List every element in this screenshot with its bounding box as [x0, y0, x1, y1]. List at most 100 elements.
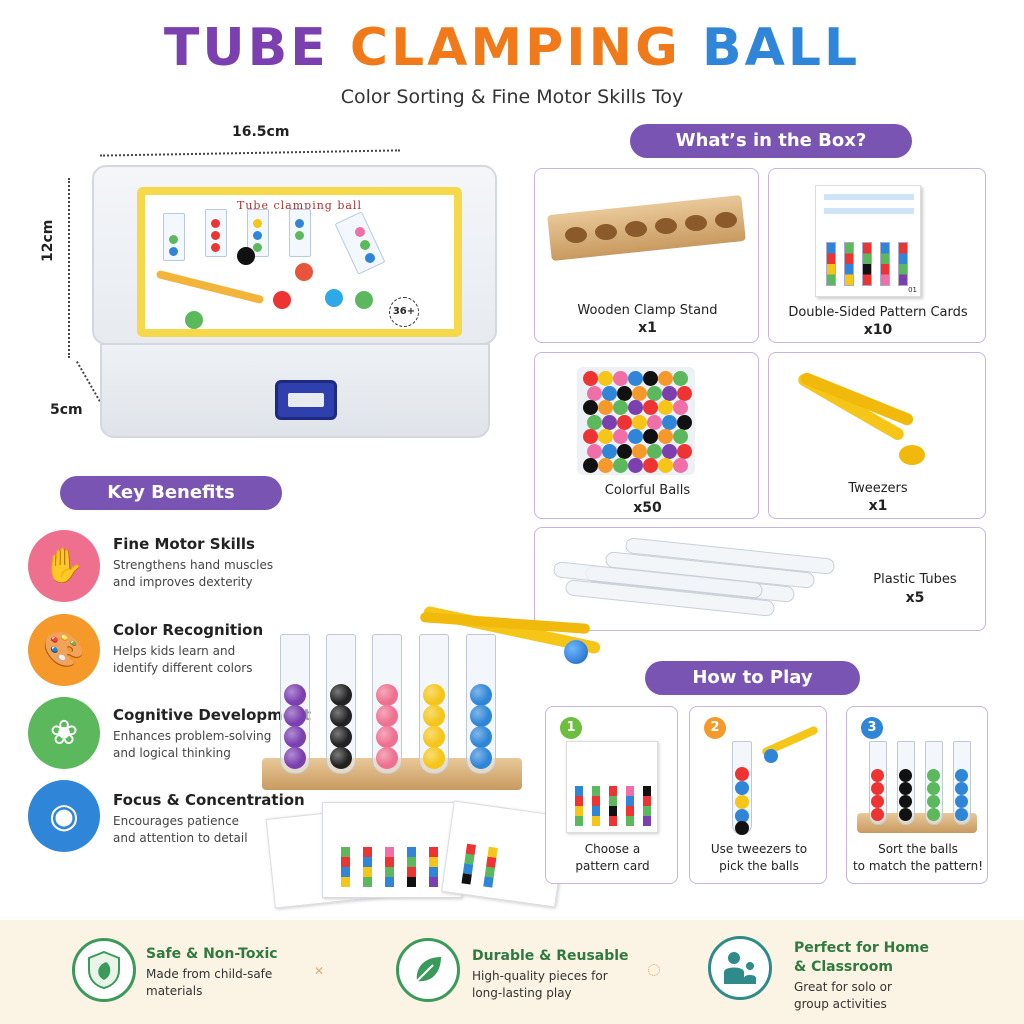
footer-desc: materials	[146, 984, 203, 998]
held-ball	[564, 640, 588, 664]
step-ball	[955, 782, 968, 795]
tube-ball	[376, 747, 398, 769]
bag-ball	[583, 429, 598, 444]
card-ball	[211, 219, 220, 228]
bag-ball	[643, 400, 658, 415]
step-ball	[735, 781, 749, 795]
card-column	[385, 847, 394, 887]
leaf-icon	[396, 938, 460, 1002]
tube-ball	[423, 747, 445, 769]
bag-ball	[673, 429, 688, 444]
bag-ball	[643, 458, 658, 473]
whats-in-box-heading: What’s in the Box?	[630, 124, 912, 158]
bag-ball	[647, 414, 662, 430]
tube-ball	[376, 705, 398, 727]
card-ball	[355, 227, 365, 237]
card-ball	[365, 253, 375, 263]
bag-ball	[598, 371, 613, 386]
box-card-title: Tube clamping ball	[237, 199, 362, 212]
item-label: Wooden Clamp Stand	[577, 303, 718, 318]
step-card-2: 2 Use tweezers to pick the balls	[689, 706, 827, 884]
page-subtitle: Color Sorting & Fine Motor Skills Toy	[340, 86, 684, 108]
shield-leaf-icon	[72, 938, 136, 1002]
step-stand	[857, 813, 977, 833]
tube-ball	[376, 726, 398, 748]
bag-ball	[673, 400, 688, 415]
card-column	[626, 786, 634, 826]
step-ball	[735, 821, 749, 835]
stand-hole	[685, 215, 707, 231]
step-ball	[871, 782, 884, 795]
card-column	[407, 847, 416, 887]
step-text: to match the pattern!	[852, 859, 984, 873]
step-ball	[871, 769, 884, 782]
height-dimension-label: 12cm	[40, 219, 56, 262]
tube-ball	[284, 747, 306, 769]
benefit-title: Fine Motor Skills	[113, 535, 255, 553]
bag-ball	[643, 371, 658, 386]
card-ball	[237, 247, 255, 265]
stand-hole	[655, 218, 677, 234]
bag-ball	[617, 385, 632, 401]
bag-ball	[613, 429, 628, 444]
footer-bar: Safe & Non-Toxic Made from child-safe ma…	[0, 920, 1024, 1024]
bag-ball	[583, 400, 598, 415]
bag-ball	[677, 414, 692, 430]
step-text: Use tweezers to	[710, 842, 808, 856]
benefit-desc: and improves dexterity	[113, 575, 253, 589]
brain-icon: ❀	[28, 697, 100, 769]
item-card-pattern-cards: 01 Double-Sided Pattern Cards x10	[768, 168, 986, 343]
step-ball	[927, 808, 940, 821]
card-column	[341, 847, 350, 887]
item-count: x10	[863, 322, 893, 338]
pattern-card-image	[566, 741, 658, 833]
step-card-1: 1 Choose a pattern card	[545, 706, 678, 884]
bag-ball	[602, 385, 617, 401]
step-text: Sort the balls	[878, 842, 958, 856]
pattern-card	[322, 802, 462, 898]
pattern-card-image: 01	[815, 185, 921, 297]
bag-ball	[587, 385, 602, 401]
width-dimension-label: 16.5cm	[232, 124, 290, 140]
footer-desc: Great for solo or	[794, 980, 892, 994]
tube-ball	[330, 726, 352, 748]
bag-ball	[613, 400, 628, 415]
bag-ball	[602, 443, 617, 459]
step-ball	[899, 808, 912, 821]
bag-ball	[658, 400, 673, 415]
bag-ball	[613, 458, 628, 473]
tube-ball	[470, 747, 492, 769]
card-column	[609, 786, 617, 826]
step-ball	[955, 769, 968, 782]
card-ball	[169, 247, 178, 256]
title-word-1: TUBE	[163, 18, 329, 78]
item-count: x1	[638, 320, 657, 336]
step-ball	[871, 808, 884, 821]
product-illustration	[262, 605, 642, 912]
step-number: 3	[861, 717, 883, 739]
bag-ball	[598, 458, 613, 473]
footer-desc: High-quality pieces for	[472, 969, 608, 983]
width-dimension-line	[100, 149, 400, 157]
tube-ball	[284, 726, 306, 748]
age-badge: 36+	[389, 297, 419, 327]
bag-ball	[662, 414, 677, 430]
stand-hole	[625, 221, 647, 237]
tube-ball	[423, 684, 445, 706]
card-column	[862, 242, 872, 286]
footer-desc: Made from child-safe	[146, 967, 273, 981]
card-ball	[295, 219, 304, 228]
bag-ball	[617, 414, 632, 430]
tube-ball	[470, 684, 492, 706]
bag-ball	[583, 458, 598, 473]
step-ball	[927, 795, 940, 808]
step-number: 2	[704, 717, 726, 739]
card-column	[880, 242, 890, 286]
depth-dimension-label: 5cm	[50, 402, 83, 418]
tube-ball	[284, 705, 306, 727]
bag-ball	[617, 443, 632, 459]
bag-ball	[598, 400, 613, 415]
card-ball	[253, 243, 262, 252]
bag-ball	[628, 371, 643, 386]
footer-title: Perfect for Home	[794, 940, 930, 956]
